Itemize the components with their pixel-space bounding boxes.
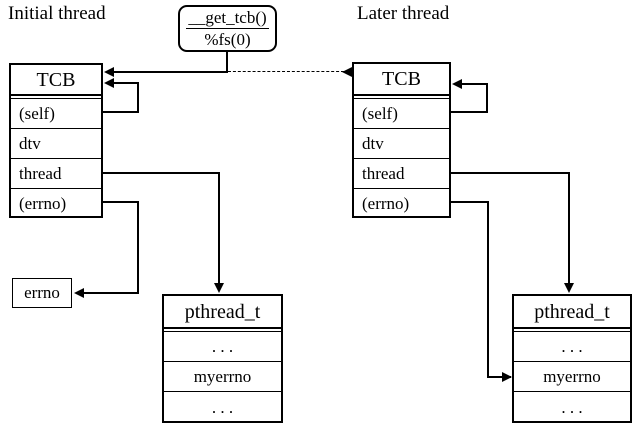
later-thread-title: Later thread xyxy=(357,3,450,24)
later-tcb-header-label: TCB xyxy=(382,68,421,90)
later-tcb-row-dtv: dtv xyxy=(354,129,449,159)
later-tcb-divider xyxy=(354,96,449,99)
later-pthread-header-label: pthread_t xyxy=(534,300,610,323)
errno-global-box: errno xyxy=(12,278,72,308)
later-errno-ptr-arrowhead xyxy=(502,372,512,382)
later-pthread-row-myerrno: myerrno xyxy=(514,362,630,392)
initial-tcb-header-row: TCB xyxy=(11,65,101,96)
later-pthread-header-row: pthread_t xyxy=(514,296,630,329)
later-errno-ptr-vertical xyxy=(487,201,489,377)
later-pthread-myerrno-label: myerrno xyxy=(543,367,601,386)
initial-pthread-header-row: pthread_t xyxy=(164,296,281,329)
initial-self-loop-bottom xyxy=(102,111,139,113)
initial-thread-title: Initial thread xyxy=(8,3,106,24)
initial-tcb-thread-label: thread xyxy=(19,164,62,183)
initial-pthread-row-dots-top: . . . xyxy=(164,332,281,362)
later-pthread-dots-top-label: . . . xyxy=(561,337,583,356)
initial-self-loop-right xyxy=(137,82,139,112)
initial-errno-ptr-top xyxy=(102,201,139,203)
later-pthread-dots-bottom-label: . . . xyxy=(561,397,583,417)
later-pthread-row-dots-top: . . . xyxy=(514,332,630,362)
later-tcb-row-self: (self) xyxy=(354,99,449,129)
later-tcb-struct: TCB (self) dtv thread (errno) xyxy=(352,62,451,218)
initial-tcb-row-thread: thread xyxy=(11,159,101,189)
initial-pthread-myerrno-label: myerrno xyxy=(193,367,252,386)
initial-pthread-dots-top-label: . . . xyxy=(211,337,234,356)
get-tcb-to-initial-line xyxy=(114,71,227,73)
get-tcb-stem xyxy=(226,52,228,73)
get-tcb-box: __get_tcb() %fs(0) xyxy=(178,5,277,52)
errno-global-label: errno xyxy=(24,283,60,302)
get-tcb-to-initial-arrowhead xyxy=(104,67,114,77)
initial-errno-ptr-arrowhead xyxy=(74,288,84,298)
fs-register-label: %fs(0) xyxy=(204,30,251,49)
later-errno-ptr-bottom xyxy=(487,376,511,378)
later-tcb-self-label: (self) xyxy=(362,104,398,123)
initial-thread-ptr-arrowhead xyxy=(214,283,224,293)
later-tcb-thread-label: thread xyxy=(362,164,405,183)
later-errno-ptr-top xyxy=(450,201,489,203)
initial-errno-ptr-vertical xyxy=(137,201,139,293)
initial-tcb-errno-label: (errno) xyxy=(19,194,67,213)
later-pthread-row-dots-bottom: . . . xyxy=(514,392,630,422)
later-thread-ptr-arrowhead xyxy=(564,283,574,293)
later-tcb-row-errno: (errno) xyxy=(354,189,449,218)
later-tcb-row-thread: thread xyxy=(354,159,449,189)
initial-pthread-divider xyxy=(164,329,281,332)
initial-pthread-row-myerrno: myerrno xyxy=(164,362,281,392)
later-self-loop-bottom xyxy=(450,111,488,113)
later-thread-ptr-horizontal xyxy=(450,172,570,174)
initial-self-loop-top xyxy=(114,82,138,84)
get-tcb-to-later-arrowhead xyxy=(342,67,352,77)
initial-tcb-divider xyxy=(11,96,101,99)
initial-pthread-header-label: pthread_t xyxy=(184,300,261,323)
later-pthread-struct: pthread_t . . . myerrno . . . xyxy=(512,294,632,423)
get-tcb-to-later-dashed-line xyxy=(228,71,344,72)
later-tcb-errno-label: (errno) xyxy=(362,194,410,213)
initial-thread-ptr-vertical xyxy=(218,172,220,284)
later-pthread-divider xyxy=(514,329,630,332)
initial-tcb-self-label: (self) xyxy=(19,104,55,123)
later-self-loop-top xyxy=(462,83,487,85)
initial-tcb-row-errno: (errno) xyxy=(11,189,101,218)
later-tcb-header-row: TCB xyxy=(354,64,449,96)
initial-tcb-row-self: (self) xyxy=(11,99,101,129)
later-thread-ptr-vertical xyxy=(568,172,570,284)
later-tcb-dtv-label: dtv xyxy=(362,134,384,153)
later-self-loop-right xyxy=(486,83,488,112)
initial-tcb-struct: TCB (self) dtv thread (errno) xyxy=(9,63,103,218)
initial-self-loop-arrowhead xyxy=(104,78,114,88)
initial-errno-ptr-bottom xyxy=(84,292,139,294)
initial-tcb-dtv-label: dtv xyxy=(19,134,41,153)
initial-pthread-row-dots-bottom: . . . xyxy=(164,392,281,422)
initial-thread-ptr-horizontal xyxy=(102,172,220,174)
initial-pthread-struct: pthread_t . . . myerrno . . . xyxy=(162,294,283,423)
initial-pthread-dots-bottom-label: . . . xyxy=(211,397,234,417)
initial-tcb-row-dtv: dtv xyxy=(11,129,101,159)
initial-tcb-header-label: TCB xyxy=(36,68,76,91)
get-tcb-label: __get_tcb() xyxy=(186,8,269,29)
later-self-loop-arrowhead xyxy=(452,79,462,89)
